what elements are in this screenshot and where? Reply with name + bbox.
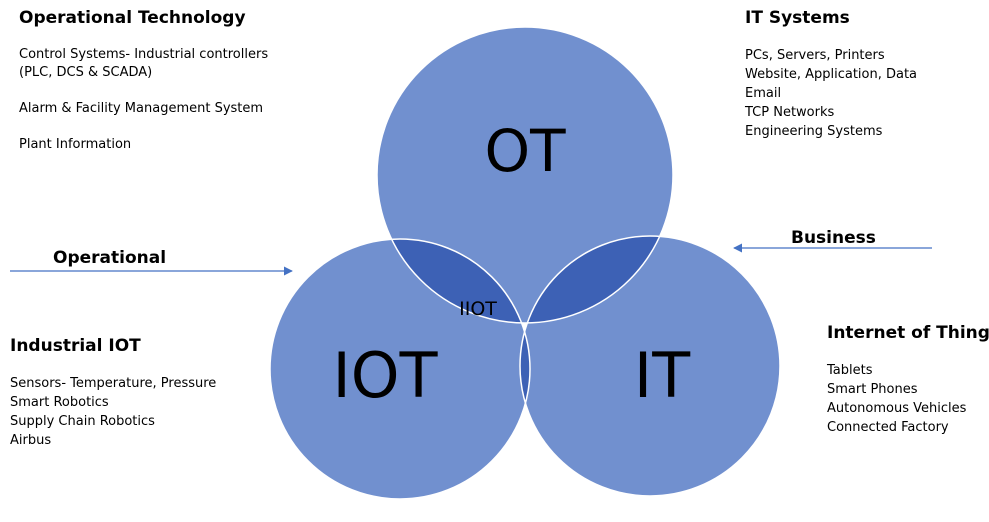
list-item: Autonomous Vehicles [827, 401, 967, 416]
industrial-iot-title: Industrial IOT [10, 336, 141, 356]
it-circle-label: IT [634, 339, 691, 412]
list-item: Plant Information [19, 137, 132, 152]
it-systems-title: IT Systems [745, 8, 850, 28]
list-item: Tablets [827, 363, 873, 378]
internet-of-things-title: Internet of Things [827, 323, 989, 343]
list-item: Control Systems- Industrial controllers [19, 47, 269, 62]
it-systems-block: IT Systems PCs, Servers, Printers Websit… [745, 7, 917, 141]
internet-of-things-list: Tablets Smart Phones Autonomous Vehicles… [827, 361, 989, 437]
business-label: Business [791, 228, 876, 248]
list-item: PCs, Servers, Printers [745, 48, 885, 63]
list-item: Engineering Systems [745, 124, 883, 139]
list-item: TCP Networks [745, 105, 835, 120]
it-systems-list: PCs, Servers, Printers Website, Applicat… [745, 46, 917, 141]
list-item: Connected Factory [827, 420, 949, 435]
list-item: Smart Phones [827, 382, 918, 397]
iot-circle-outline [269, 238, 531, 500]
list-item: Supply Chain Robotics [10, 414, 155, 429]
industrial-iot-block: Industrial IOT Sensors- Temperature, Pre… [10, 335, 216, 450]
ot-circle-label: OT [484, 117, 566, 185]
operational-technology-title: Operational Technology [19, 8, 246, 28]
ot-iot-overlap [377, 239, 530, 323]
ot-circle-outline [376, 26, 674, 324]
industrial-iot-list: Sensors- Temperature, Pressure Smart Rob… [10, 374, 216, 450]
iiot-label: IIOT [459, 298, 497, 320]
list-item: Smart Robotics [10, 395, 109, 410]
list-item: (PLC, DCS & SCADA) [19, 65, 153, 80]
operational-technology-list: Control Systems- Industrial controllers … [19, 46, 268, 154]
operational-label: Operational [53, 248, 167, 268]
list-item: Airbus [10, 433, 52, 448]
ot-it-overlap [520, 236, 673, 323]
operational-technology-block: Operational Technology Control Systems- … [19, 7, 268, 154]
iot-circle-label: IOT [333, 339, 439, 412]
list-item: Email [745, 86, 782, 101]
list-item: Website, Application, Data [745, 67, 918, 82]
internet-of-things-block: Internet of Things Tablets Smart Phones … [827, 322, 989, 437]
list-item: Alarm & Facility Management System [19, 101, 264, 116]
it-circle-outline [519, 235, 781, 497]
list-item: Sensors- Temperature, Pressure [10, 376, 217, 391]
